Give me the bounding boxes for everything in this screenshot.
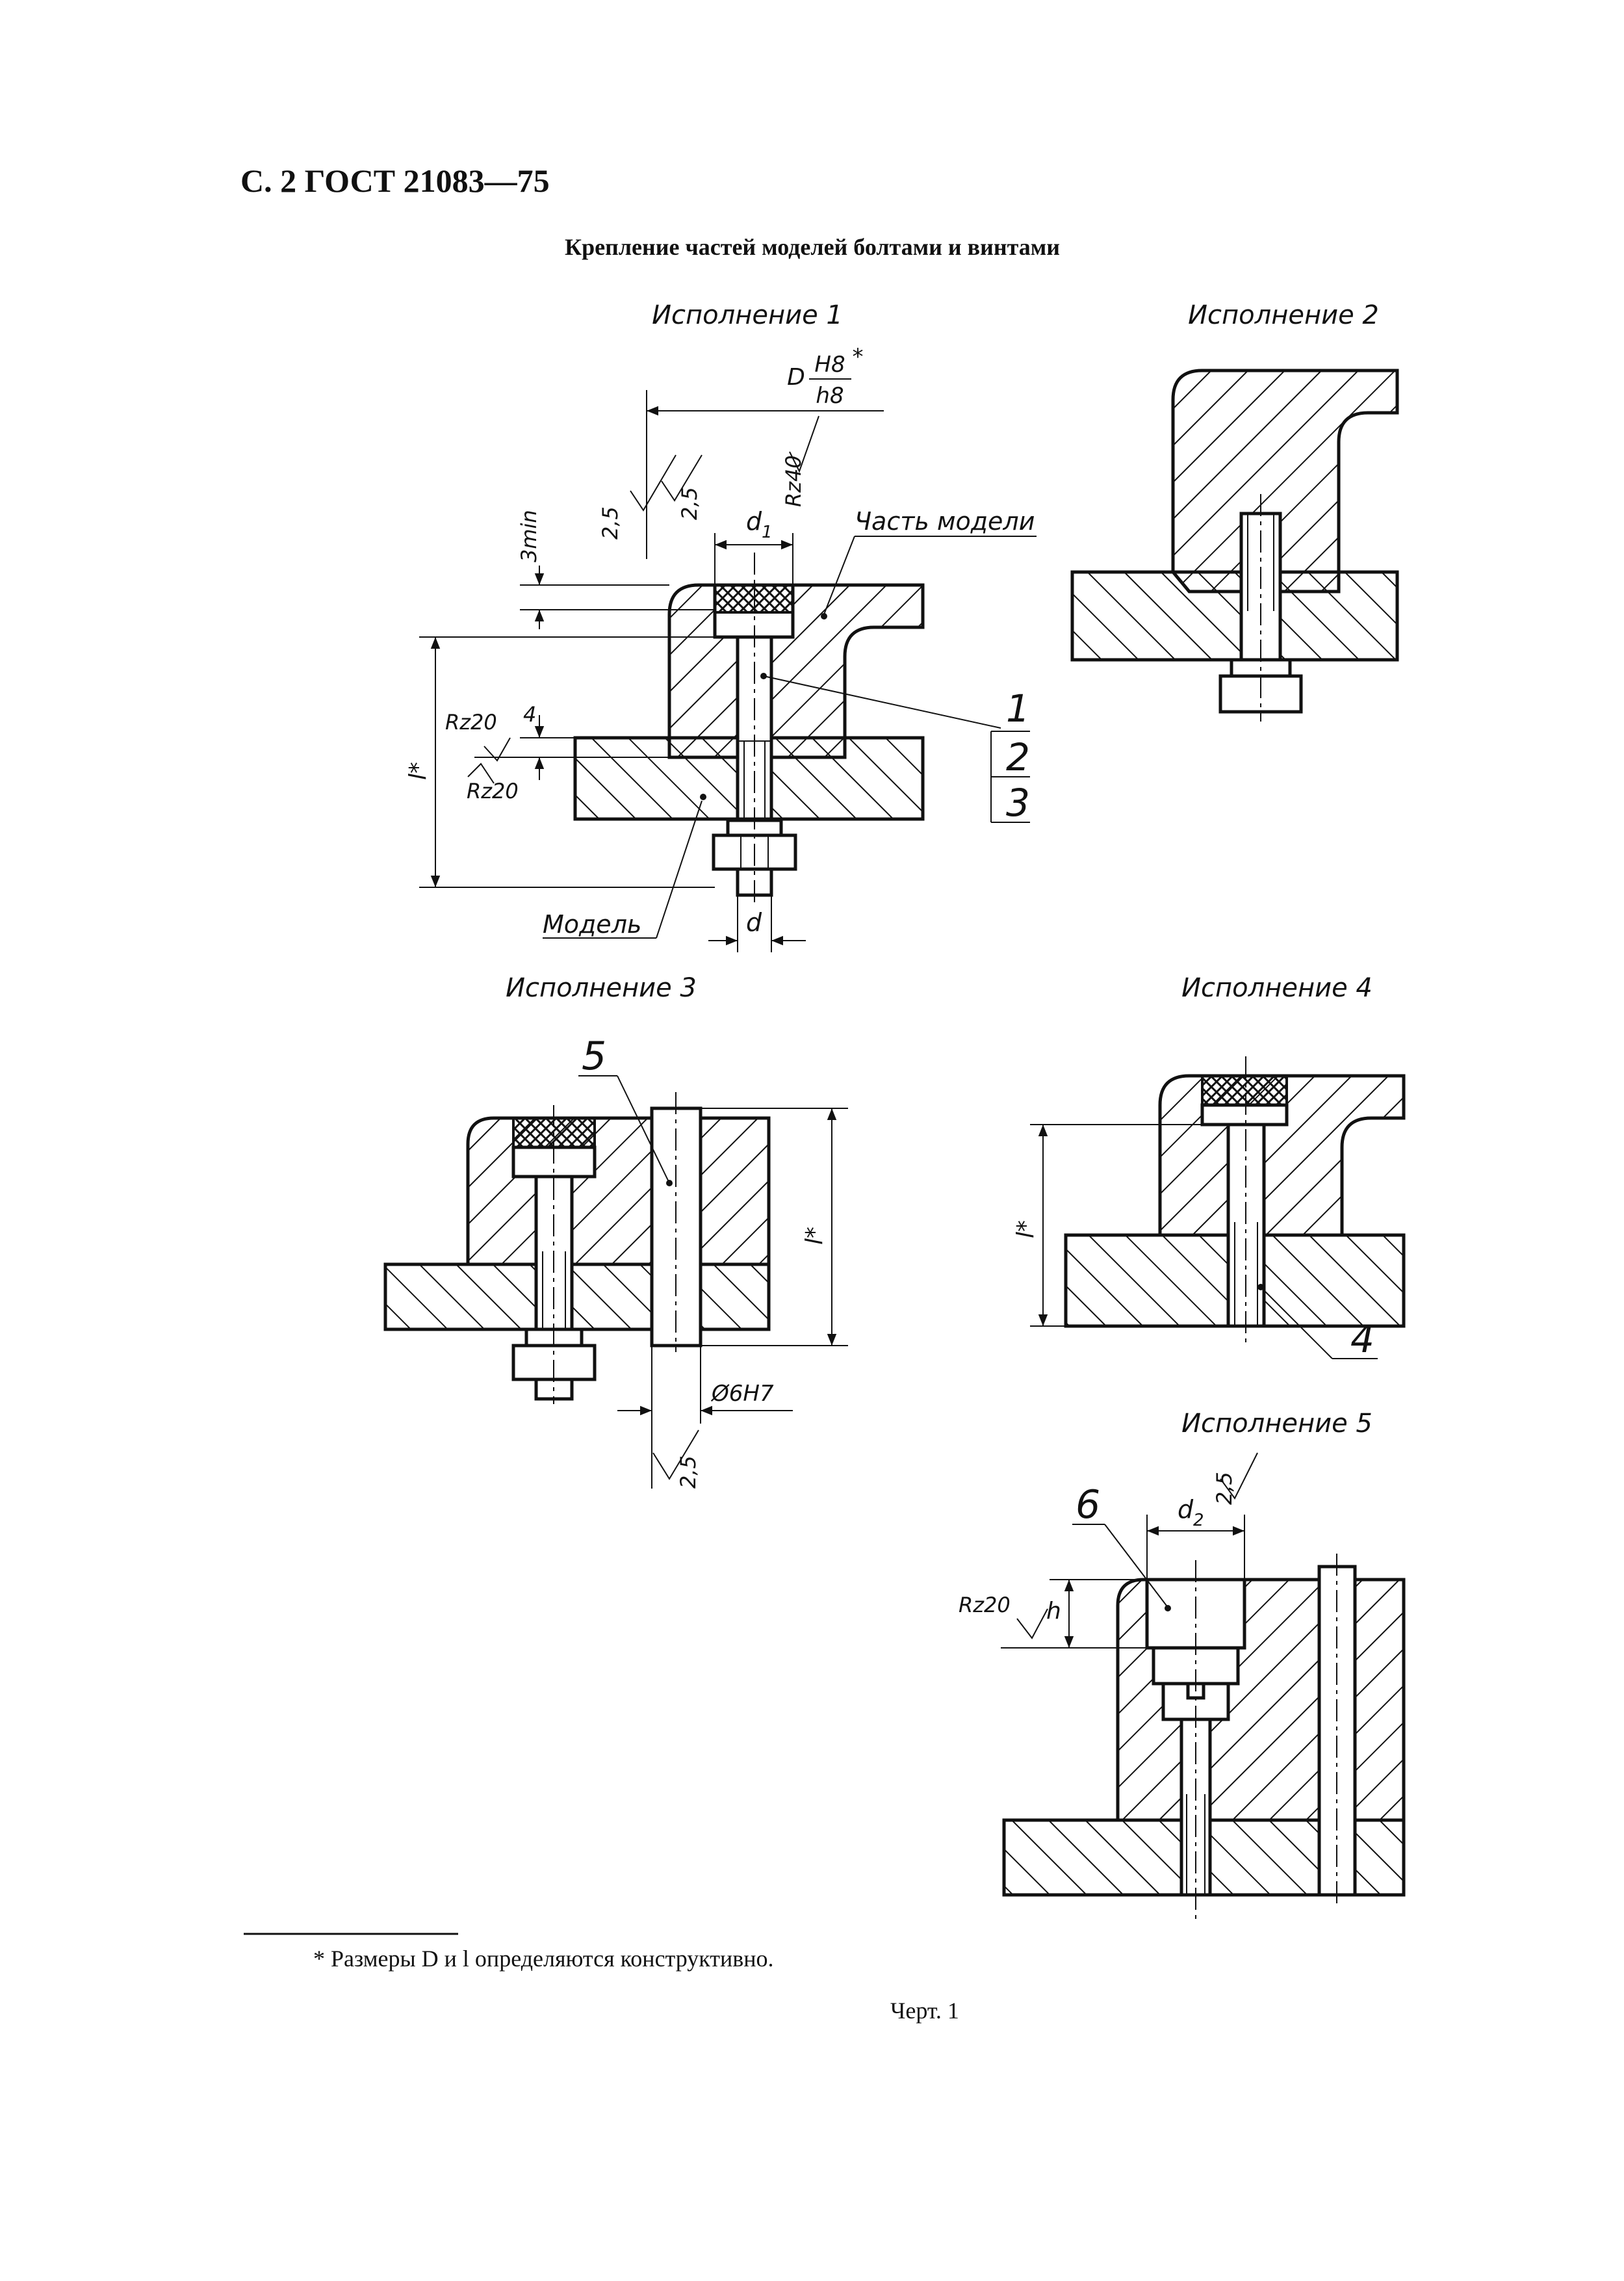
figure-title: Крепление частей моделей болтами и винта…: [565, 234, 1060, 260]
roughness-2-5-c: 2,5: [676, 1455, 701, 1489]
variant-5-label: Исполнение 5: [1181, 1409, 1373, 1439]
callout-3: 3: [1006, 781, 1030, 825]
min-3-label: 3min: [517, 510, 541, 562]
knurled-insert-4: [1201, 1075, 1288, 1106]
variant-4-view: Исполнение 4 l* 4: [1012, 973, 1406, 1361]
variant-1-label: Исполнение 1: [652, 300, 843, 330]
variant-1-view: Исполнение 1 D H8 h8 * 2,5 2,5 Rz40: [405, 300, 1037, 952]
variant-2-label: Исполнение 2: [1188, 300, 1379, 330]
h-label: h: [1046, 1598, 1061, 1624]
model-plate-3: [383, 1262, 771, 1331]
page-header: С. 2 ГОСТ 21083—75: [240, 163, 550, 199]
fit-star: *: [853, 344, 864, 370]
fit-h8-label: H8: [814, 352, 845, 378]
l-star-label-1: l*: [405, 762, 432, 780]
footnote: * Размеры D и l определяются конструктив…: [313, 1946, 774, 1972]
rz20-label-a: Rz20: [445, 710, 497, 735]
rz20-label-c: Rz20: [959, 1593, 1011, 1617]
phi-6h7-label: Ø6H7: [710, 1381, 774, 1407]
roughness-2-5-b: 2,5: [677, 487, 702, 520]
model-part-2: [1171, 369, 1399, 593]
callout-1: 1: [1006, 686, 1030, 731]
callout-4: 4: [1350, 1317, 1374, 1361]
d1-subscript: 1: [762, 523, 773, 542]
roughness-2-5-a: 2,5: [598, 506, 623, 540]
variant-3-view: Исполнение 3 5 l* Ø6H7 2,5: [383, 973, 848, 1489]
d1-label: d: [746, 507, 762, 536]
figure-caption: Черт. 1: [890, 1998, 959, 2024]
variant-2-view: Исполнение 2: [1070, 300, 1399, 722]
callout-6: 6: [1076, 1482, 1100, 1528]
l-star-label-3: l*: [801, 1227, 828, 1245]
l-star-label-4: l*: [1012, 1220, 1039, 1238]
fit-h8-lower-label: h8: [816, 383, 844, 409]
d2-subscript: 2: [1193, 1511, 1204, 1530]
callout-2: 2: [1006, 735, 1030, 779]
fit-d-label: D: [787, 364, 805, 391]
callout-5: 5: [582, 1034, 606, 1079]
model-part: [667, 583, 925, 759]
variant-4-label: Исполнение 4: [1181, 973, 1373, 1003]
roughness-2-5-d: 2,5: [1212, 1472, 1237, 1505]
d-label: d: [746, 908, 762, 937]
rz20-label-b: Rz20: [467, 779, 519, 803]
roughness-rz40: Rz40: [781, 455, 806, 507]
variant-5-view: Исполнение 5 d 2 2,5 6 h Rz20: [959, 1409, 1406, 1924]
model-label: Модель: [543, 910, 641, 939]
d2-label: d: [1178, 1495, 1194, 1524]
part-of-model-label: Часть модели: [855, 507, 1035, 536]
variant-3-label: Исполнение 3: [506, 973, 697, 1003]
dim-4-label: 4: [523, 702, 536, 727]
